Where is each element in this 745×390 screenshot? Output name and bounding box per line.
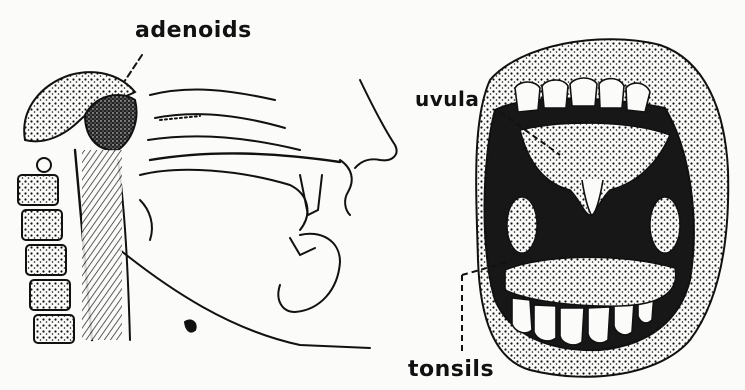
sagittal-section: [18, 55, 397, 348]
nasal-turbinate-middle: [155, 114, 285, 128]
upper-teeth: [300, 175, 322, 215]
vertebrae: [18, 175, 74, 343]
left-tonsil: [507, 197, 537, 253]
lower-teeth: [290, 238, 315, 255]
hyoid: [185, 320, 196, 331]
upper-lip: [340, 160, 352, 215]
lower-lip: [278, 234, 340, 312]
pharynx-fill: [82, 150, 122, 340]
nose-profile: [355, 80, 397, 168]
tongue-surface: [505, 257, 676, 306]
epiglottis: [140, 200, 152, 240]
label-uvula: uvula: [415, 87, 479, 111]
tongue: [140, 170, 307, 230]
label-adenoids: adenoids: [135, 18, 252, 43]
open-mouth-view: [476, 39, 728, 377]
label-tonsils: tonsils: [408, 357, 494, 382]
jaw: [120, 250, 370, 348]
nasal-turbinate-lower: [148, 136, 300, 150]
nasal-turbinate-upper: [150, 90, 275, 100]
right-tonsil: [650, 197, 680, 253]
atlas: [37, 158, 51, 172]
hard-palate: [150, 153, 340, 162]
adenoid-tissue: [85, 95, 136, 150]
